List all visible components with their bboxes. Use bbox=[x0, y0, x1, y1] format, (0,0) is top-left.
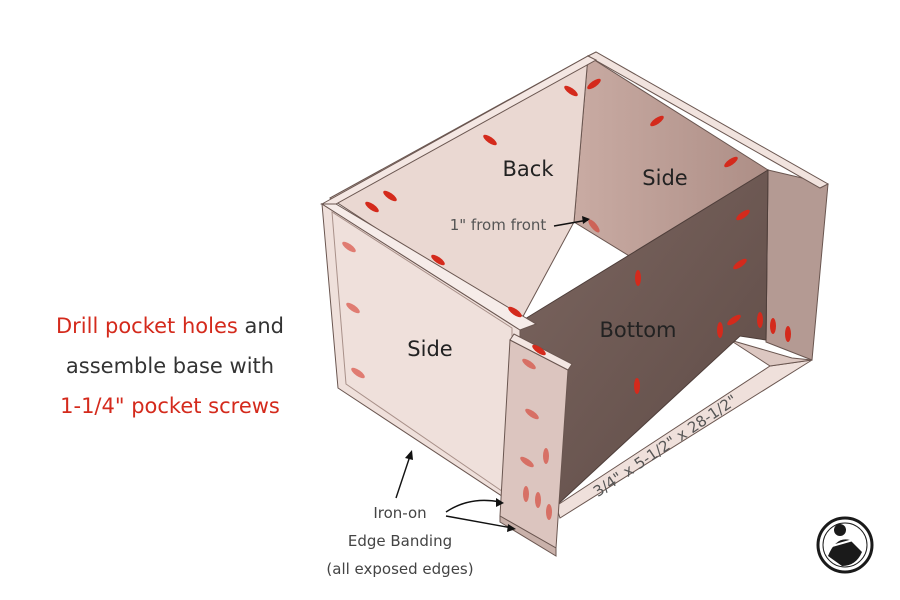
from-front-arrow bbox=[553, 219, 589, 227]
side-left-label: Side bbox=[407, 337, 452, 361]
pocket-holes bbox=[342, 78, 791, 520]
pocket-hole bbox=[522, 358, 536, 370]
pocket-hole bbox=[564, 85, 578, 97]
pocket-hole bbox=[724, 156, 738, 168]
pocket-hole bbox=[770, 318, 776, 334]
pocket-hole bbox=[483, 134, 497, 146]
pocket-hole bbox=[757, 312, 763, 328]
instruction-line-1: Drill pocket holes and bbox=[0, 316, 340, 337]
pocket-hole bbox=[383, 190, 397, 202]
pocket-hole bbox=[365, 201, 379, 213]
pocket-hole bbox=[733, 258, 747, 270]
pocket-hole bbox=[727, 314, 741, 326]
pocket-hole bbox=[543, 448, 549, 464]
edge-banding-arrowhead-1 bbox=[405, 450, 413, 460]
edge-banding-arrowhead-3 bbox=[507, 524, 516, 532]
pocket-hole bbox=[431, 254, 445, 266]
pocket-hole bbox=[525, 408, 539, 420]
instruction-line-3: 1-1/4" pocket screws bbox=[60, 394, 280, 418]
pocket-hole bbox=[351, 367, 365, 379]
from-front-arrowhead bbox=[582, 216, 590, 224]
pocket-hole bbox=[508, 306, 522, 318]
pocket-hole bbox=[635, 270, 641, 286]
pocket-hole bbox=[634, 378, 640, 394]
front-divider-panel bbox=[499, 339, 569, 549]
right-side-outer-face bbox=[765, 169, 829, 361]
pocket-hole bbox=[588, 219, 600, 233]
pocket-hole bbox=[520, 456, 534, 468]
instruction-rest: and bbox=[237, 314, 284, 338]
front-divider-edge bbox=[499, 515, 557, 557]
side-right-label: Side bbox=[642, 166, 687, 190]
bottom-label: Bottom bbox=[599, 318, 676, 342]
pocket-hole bbox=[523, 486, 529, 502]
edge-banding-arrow-1 bbox=[395, 455, 411, 499]
pocket-hole bbox=[587, 78, 601, 90]
instruction-highlight: Drill pocket holes bbox=[56, 314, 238, 338]
pocket-hole bbox=[736, 209, 750, 221]
edge-banding-arrow-3 bbox=[445, 515, 513, 529]
edge-banding-arrowhead-2 bbox=[496, 498, 504, 507]
pocket-hole bbox=[546, 504, 552, 520]
pocket-hole bbox=[717, 322, 723, 338]
pocket-hole bbox=[532, 344, 546, 356]
left-side-top-edge bbox=[320, 203, 538, 331]
pocket-hole bbox=[342, 241, 356, 253]
edge-banding-arrow-2 bbox=[445, 499, 501, 513]
pocket-hole bbox=[650, 115, 664, 127]
woodworker-logo bbox=[816, 516, 874, 574]
edge-banding-line3: (all exposed edges) bbox=[326, 560, 473, 578]
pocket-hole bbox=[346, 302, 360, 314]
edge-banding-line1: Iron-on bbox=[373, 504, 426, 522]
bottom-front-notch bbox=[729, 339, 813, 367]
edge-banding-line2: Edge Banding bbox=[348, 532, 452, 550]
right-side-top-edge bbox=[586, 51, 830, 189]
pocket-hole bbox=[785, 326, 791, 342]
instruction-line-2: assemble base with bbox=[65, 354, 275, 378]
pocket-hole bbox=[535, 492, 541, 508]
from-front-note: 1" from front bbox=[450, 216, 547, 234]
back-label: Back bbox=[503, 157, 555, 181]
